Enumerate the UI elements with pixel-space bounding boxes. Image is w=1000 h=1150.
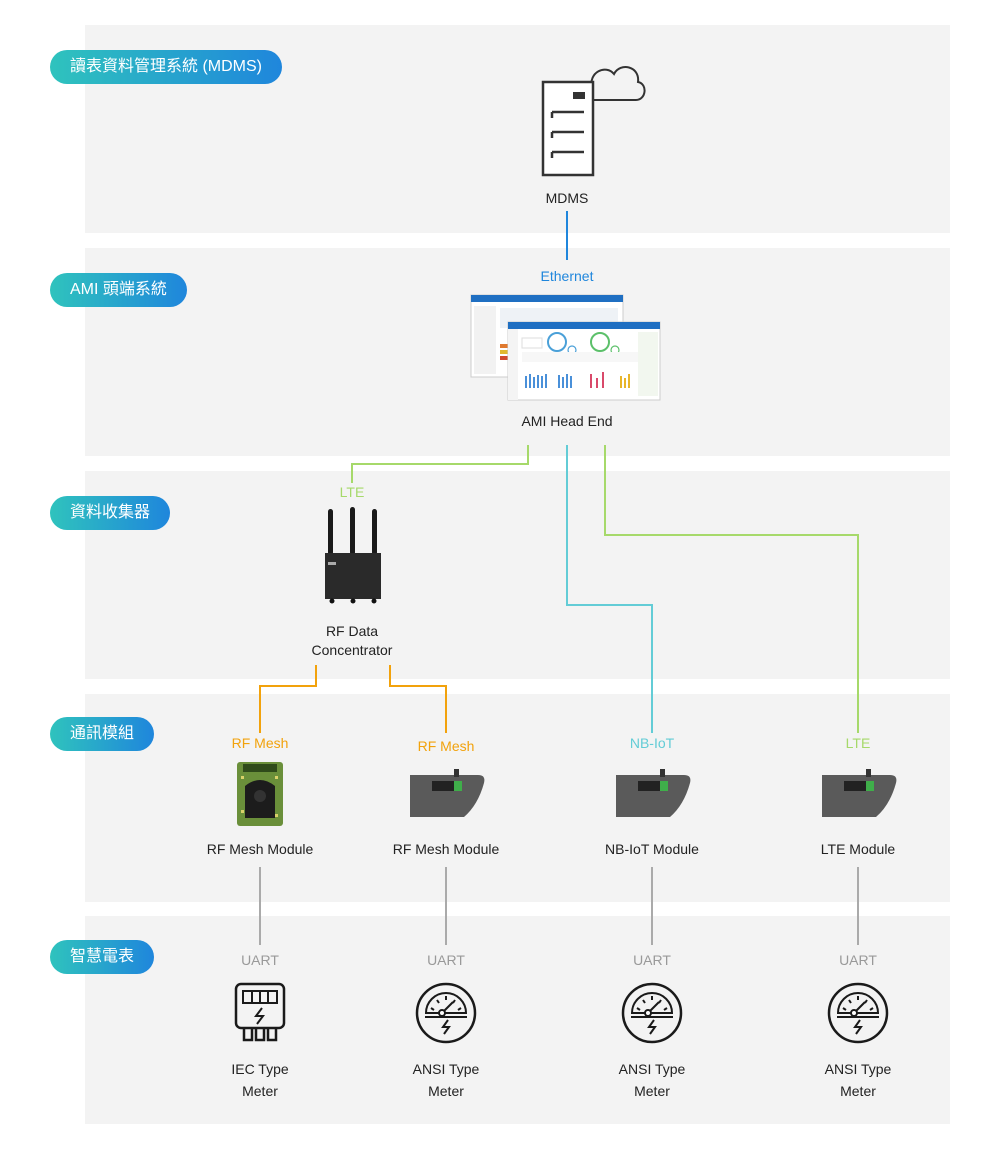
meter-label-2-line2: Meter: [428, 1083, 464, 1099]
layer-label-mdms: 讀表資料管理系統 (MDMS): [50, 50, 282, 84]
meter-label-3-line1: ANSI Type: [618, 1061, 686, 1077]
meter-label-4-line1: ANSI Type: [824, 1061, 892, 1077]
meter-label-1-line2: Meter: [242, 1083, 278, 1099]
layer-band-meter: [85, 916, 950, 1124]
lte-collector-line: [351, 445, 529, 483]
module-label-4: LTE Module: [820, 841, 896, 857]
uart-label-1: UART: [241, 952, 279, 968]
layer-band-comm: [85, 694, 950, 902]
meter-label-2-line1: ANSI Type: [412, 1061, 480, 1077]
mdms-label: MDMS: [545, 190, 589, 206]
module-housing-icon: [616, 769, 691, 817]
uart-label-4: UART: [839, 952, 877, 968]
circuit-board-icon: [237, 762, 283, 826]
nbiot-link-label: NB-IoT: [629, 735, 675, 751]
rf-mesh-link-line-1: [259, 665, 317, 733]
ansi-meter-icon: [621, 982, 683, 1044]
server-cloud-icon: [541, 66, 646, 177]
layer-label-collector: 資料收集器: [50, 496, 171, 530]
uart-label-3: UART: [633, 952, 671, 968]
rf-mesh-link-label-1: RF Mesh: [231, 735, 289, 751]
concentrator-label-line1: RF Data: [325, 623, 379, 639]
ansi-meter-icon: [827, 982, 889, 1044]
layer-band-collector: [85, 471, 950, 679]
meter-label-1-line1: IEC Type: [231, 1061, 289, 1077]
module-housing-icon: [822, 769, 897, 817]
rf-mesh-link-line-2: [389, 665, 447, 733]
module-label-2: RF Mesh Module: [392, 841, 500, 857]
concentrator-label-line2: Concentrator: [311, 642, 393, 658]
lte-collector-label: LTE: [339, 484, 365, 500]
module-label-1: RF Mesh Module: [206, 841, 314, 857]
lte-module-link-line: [604, 445, 859, 733]
layer-label-meter: 智慧電表: [50, 940, 155, 974]
router-antenna-icon: [325, 507, 381, 604]
meter-label-4-line2: Meter: [840, 1083, 876, 1099]
uart-label-2: UART: [427, 952, 465, 968]
layer-label-ami: AMI 頭端系統: [50, 273, 187, 307]
nbiot-link-line: [566, 445, 653, 733]
rf-mesh-link-label-2: RF Mesh: [417, 738, 475, 754]
ethernet-label: Ethernet: [540, 268, 594, 284]
module-label-3: NB-IoT Module: [605, 841, 699, 857]
iec-meter-icon: [234, 982, 286, 1042]
meter-label-3-line2: Meter: [634, 1083, 670, 1099]
ansi-meter-icon: [415, 982, 477, 1044]
dashboard-screenshot-icon: [470, 294, 661, 401]
lte-module-link-label: LTE: [845, 735, 871, 751]
module-housing-icon: [410, 769, 485, 817]
head-end-label: AMI Head End: [521, 413, 613, 429]
layer-label-comm: 通訊模組: [50, 717, 155, 751]
